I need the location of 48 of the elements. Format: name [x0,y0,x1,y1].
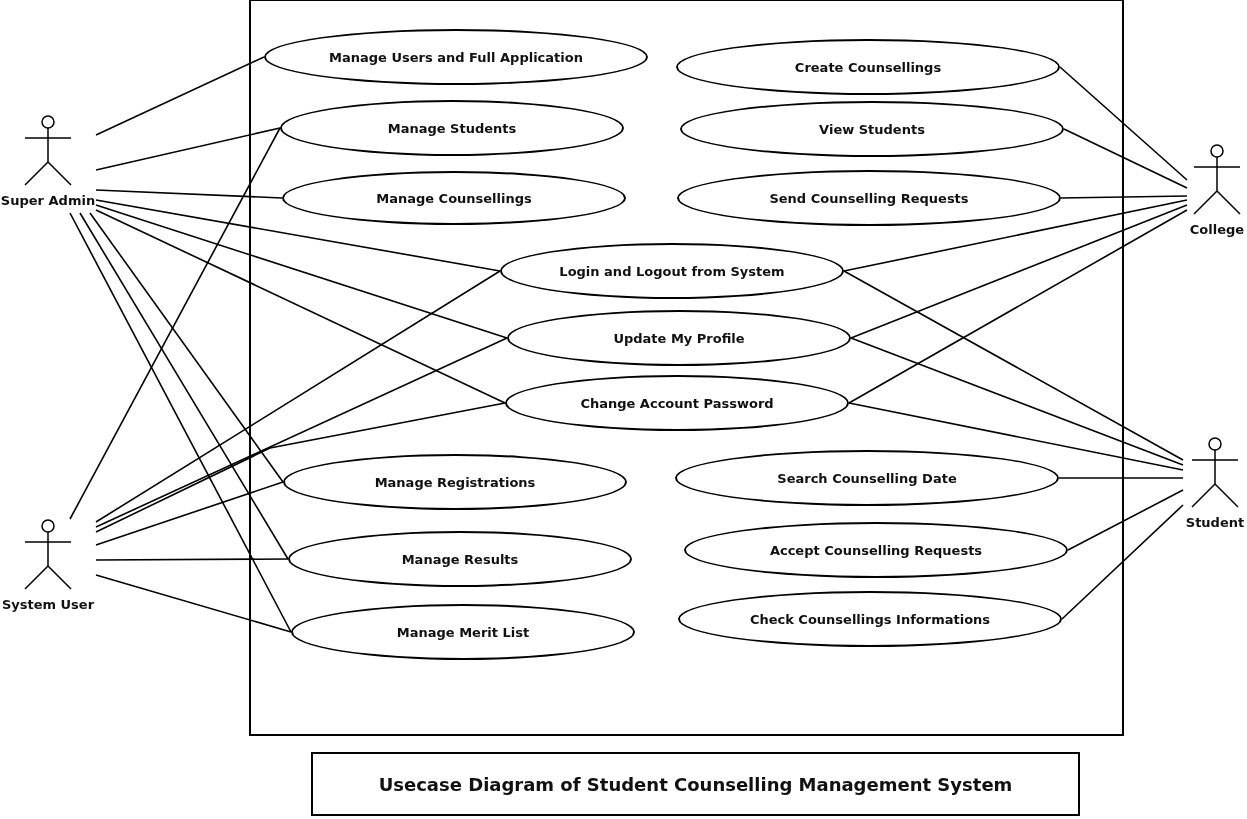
association-line [95,56,265,136]
association-line [95,481,284,546]
association-line [95,270,501,523]
association-line [95,209,506,404]
association-line [843,199,1188,272]
use-case-label: Check Counsellings Informations [749,611,991,627]
association-line [848,209,1188,404]
association-line [95,199,501,272]
actor-name: College [1189,222,1245,237]
association-line [95,574,292,633]
association-line [95,127,281,171]
association-line [1063,128,1188,189]
association-line [1067,489,1184,551]
use-case-label: Accept Counselling Requests [769,542,983,558]
association-line [89,212,284,483]
association-line [848,402,1184,471]
association-line [850,204,1188,339]
use-case-label: Manage Results [401,551,519,567]
use-case-label: View Students [819,121,925,137]
use-case-label: Send Counselling Requests [769,190,969,206]
association-line [69,212,292,633]
use-case-label: Manage Users and Full Application [329,49,583,65]
use-case-label: Create Counsellings [794,59,942,75]
association-line [95,558,289,561]
actor-name: Super Admin [0,193,96,208]
association-line [843,270,1184,461]
association-line [95,337,508,528]
association-line [1059,66,1188,181]
association-line [69,127,281,520]
use-case-label: Manage Counsellings [376,190,532,206]
use-case-label: Change Account Password [580,395,774,411]
association-line [95,204,508,339]
association-line [1058,477,1184,479]
actor-name: System User [1,597,95,612]
association-line [1060,195,1188,199]
use-case-label: Manage Registrations [374,474,536,490]
association-line [95,189,283,199]
use-case-label: Login and Logout from System [559,263,785,279]
association-line [95,402,506,533]
actor-name: Student [1185,515,1245,530]
use-case-label: Manage Merit List [396,624,530,640]
association-line [1061,504,1184,620]
use-case-label: Search Counselling Date [777,470,957,486]
use-case-label: Manage Students [387,120,517,136]
association-line [79,212,289,560]
use-case-label: Update My Profile [613,330,745,346]
association-line [850,337,1184,466]
diagram-title: Usecase Diagram of Student Counselling Management System [311,752,1080,816]
